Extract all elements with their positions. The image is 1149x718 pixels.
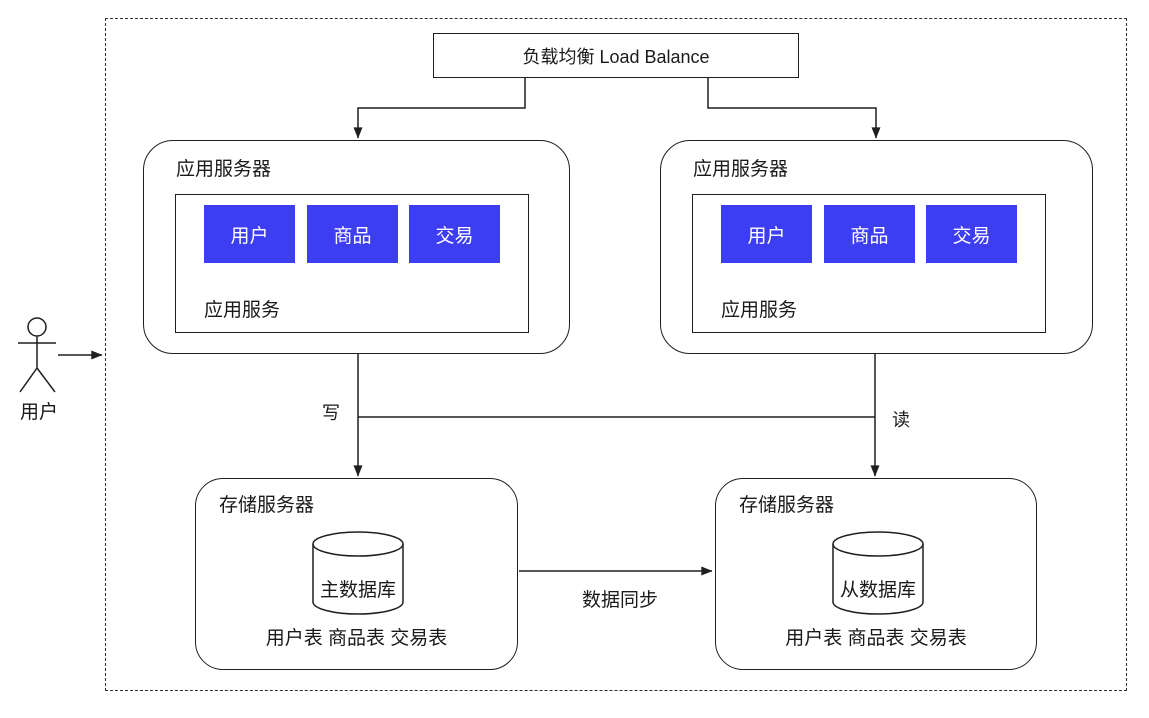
app-service-container: 用户 商品 交易 应用服务 — [175, 194, 529, 333]
user-actor-label: 用户 — [19, 402, 58, 423]
database-label: 主数据库 — [319, 580, 396, 601]
storage-server-node-slave: 存储服务器 从数据库 用户表 商品表 交易表 — [715, 478, 1037, 670]
database-cylinder-icon — [832, 531, 924, 615]
storage-server-title: 存储服务器 — [739, 495, 835, 516]
app-server-node-right: 应用服务器 用户 商品 交易 应用服务 — [660, 140, 1093, 354]
app-service-container: 用户 商品 交易 应用服务 — [692, 194, 1046, 333]
user-actor-icon — [18, 317, 56, 393]
app-service-label: 应用服务 — [721, 300, 798, 321]
module-trade: 交易 — [409, 205, 500, 263]
tables-label: 用户表 商品表 交易表 — [265, 628, 448, 649]
read-edge-label: 读 — [892, 410, 910, 430]
module-trade: 交易 — [926, 205, 1017, 263]
system-boundary — [105, 18, 1127, 691]
storage-server-node-master: 存储服务器 主数据库 用户表 商品表 交易表 — [195, 478, 518, 670]
data-sync-edge-label: 数据同步 — [581, 590, 658, 611]
module-product: 商品 — [824, 205, 915, 263]
database-label: 从数据库 — [839, 580, 916, 601]
module-user: 用户 — [721, 205, 812, 263]
app-service-label: 应用服务 — [204, 300, 281, 321]
load-balancer-label: 负载均衡 Load Balance — [522, 46, 710, 67]
app-server-title: 应用服务器 — [176, 159, 272, 180]
write-edge-label: 写 — [322, 403, 340, 423]
app-server-title: 应用服务器 — [693, 159, 789, 180]
tables-label: 用户表 商品表 交易表 — [785, 628, 967, 649]
module-product: 商品 — [307, 205, 398, 263]
storage-server-title: 存储服务器 — [219, 495, 315, 516]
database-cylinder-icon — [312, 531, 404, 615]
module-user: 用户 — [204, 205, 295, 263]
load-balancer-node: 负载均衡 Load Balance — [433, 33, 799, 78]
app-server-node-left: 应用服务器 用户 商品 交易 应用服务 — [143, 140, 570, 354]
